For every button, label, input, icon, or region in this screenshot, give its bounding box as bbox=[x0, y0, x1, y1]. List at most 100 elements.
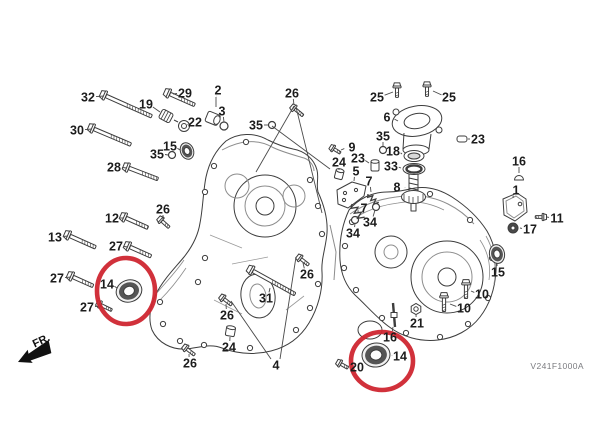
part-label-26: 26 bbox=[285, 87, 299, 101]
bolt-icon bbox=[422, 81, 432, 97]
hardware-parts-layer bbox=[62, 81, 547, 370]
bolt-icon bbox=[181, 343, 196, 357]
part-label-11: 11 bbox=[550, 212, 563, 226]
part-label-9: 9 bbox=[349, 141, 356, 155]
part-label-32: 32 bbox=[81, 91, 95, 105]
leader-line bbox=[470, 290, 475, 293]
part-label-23: 23 bbox=[471, 133, 485, 147]
leader-line bbox=[230, 300, 272, 360]
leader-lines-layer bbox=[62, 90, 550, 367]
leader-line bbox=[279, 256, 297, 360]
bolt-icon bbox=[461, 279, 471, 300]
part-label-14: 14 bbox=[100, 278, 114, 292]
leader-line bbox=[84, 128, 93, 131]
leader-line bbox=[384, 91, 394, 96]
o-ring-icon bbox=[378, 145, 388, 155]
leader-line bbox=[123, 246, 129, 248]
part-label-20: 20 bbox=[350, 361, 364, 375]
leader-line bbox=[64, 276, 72, 279]
bolt-icon bbox=[156, 215, 171, 229]
part-label-26: 26 bbox=[183, 357, 197, 371]
leader-line bbox=[340, 148, 345, 151]
machine-artwork bbox=[149, 105, 528, 354]
part-label-31: 31 bbox=[259, 292, 273, 306]
part-label-12: 12 bbox=[105, 212, 119, 226]
bolt-icon bbox=[122, 241, 152, 259]
part-label-34: 34 bbox=[346, 227, 360, 241]
part-label-25: 25 bbox=[442, 91, 456, 105]
leader-line bbox=[164, 154, 169, 156]
part-label-1: 1 bbox=[513, 184, 520, 198]
part-label-27: 27 bbox=[50, 272, 64, 286]
part-label-33: 33 bbox=[384, 160, 398, 174]
bolt-icon bbox=[218, 293, 233, 307]
bolt-icon bbox=[328, 143, 342, 155]
part-label-16: 16 bbox=[512, 155, 526, 169]
bolt-icon bbox=[98, 90, 153, 119]
part-label-26: 26 bbox=[300, 268, 314, 282]
part-24-cap-bottom bbox=[224, 325, 237, 338]
leader-line bbox=[121, 167, 128, 169]
oil-seal-right-highlight bbox=[348, 329, 416, 393]
part-label-27: 27 bbox=[109, 240, 123, 254]
bolt-icon bbox=[86, 123, 132, 147]
fr-direction-indicator: FR. bbox=[18, 332, 52, 363]
leader-line bbox=[449, 303, 457, 307]
part-label-26: 26 bbox=[220, 309, 234, 323]
spring-icon bbox=[366, 193, 379, 206]
part-label-35: 35 bbox=[249, 119, 263, 133]
part-label-26: 26 bbox=[156, 203, 170, 217]
part-label-22: 22 bbox=[188, 116, 202, 130]
nut-icon bbox=[413, 306, 419, 312]
bolt-icon bbox=[65, 271, 95, 288]
o-ring-icon bbox=[219, 121, 229, 131]
part-label-18: 18 bbox=[386, 145, 400, 159]
stud-bolt-icon bbox=[390, 312, 398, 318]
part-label-34: 34 bbox=[363, 216, 377, 230]
spring-icon bbox=[350, 203, 365, 220]
part-label-3: 3 bbox=[219, 105, 226, 119]
part-label-8: 8 bbox=[394, 181, 401, 195]
part-label-15: 15 bbox=[491, 266, 505, 280]
oil-seal-icon bbox=[361, 342, 391, 368]
part-5-governor-bracket bbox=[336, 181, 367, 209]
leader-line bbox=[372, 209, 376, 217]
part-label-4: 4 bbox=[273, 359, 280, 373]
part-label-15: 15 bbox=[163, 140, 177, 154]
leader-line bbox=[295, 106, 323, 214]
red-highlights-layer bbox=[94, 255, 416, 393]
bolt-icon bbox=[121, 162, 159, 181]
leader-line bbox=[365, 160, 370, 164]
leader-line bbox=[177, 147, 181, 151]
part-label-6: 6 bbox=[384, 111, 391, 125]
part-label-2: 2 bbox=[215, 84, 222, 98]
leader-line bbox=[95, 95, 105, 98]
leader-line bbox=[268, 287, 271, 293]
part-label-35: 35 bbox=[376, 130, 390, 144]
leader-line bbox=[391, 326, 394, 332]
leader-line bbox=[400, 152, 403, 155]
part-label-29: 29 bbox=[178, 87, 192, 101]
part-23-bushing-center bbox=[370, 159, 380, 172]
part-label-13: 13 bbox=[48, 231, 62, 245]
leader-line bbox=[271, 125, 331, 170]
fr-arrow-icon bbox=[18, 340, 52, 363]
bolt-icon bbox=[62, 230, 97, 250]
oil-pump-flange-and-shaft bbox=[391, 105, 443, 212]
part-1-cover-plate bbox=[502, 192, 528, 222]
bolt-icon bbox=[245, 264, 296, 296]
part-22-bearing bbox=[173, 119, 190, 132]
bolt-icon bbox=[334, 358, 349, 370]
leader-line bbox=[114, 285, 118, 289]
leader-line bbox=[152, 106, 161, 113]
leader-line bbox=[432, 90, 442, 96]
part-19-bushing bbox=[158, 108, 174, 124]
part-label-35: 35 bbox=[150, 148, 164, 162]
part-24-cap-center bbox=[333, 168, 345, 181]
part-label-10: 10 bbox=[475, 288, 489, 302]
part-label-7: 7 bbox=[366, 175, 373, 189]
part-label-7: 7 bbox=[361, 202, 368, 216]
diagram-code: V241F1000A bbox=[530, 361, 584, 371]
